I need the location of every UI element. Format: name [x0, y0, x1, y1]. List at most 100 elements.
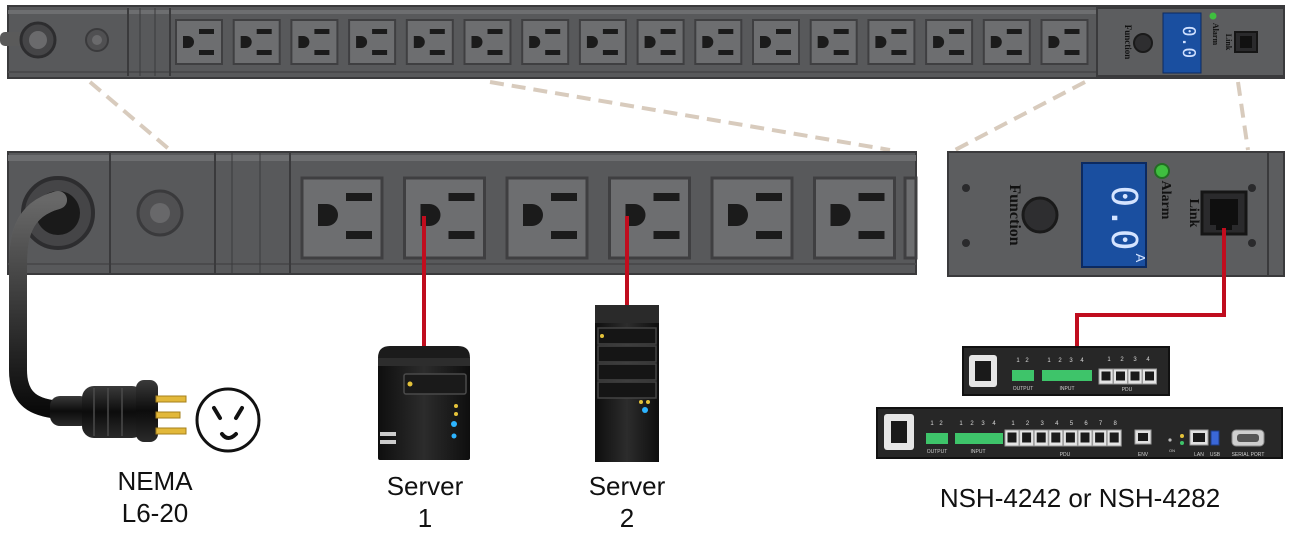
pdu-port[interactable]: [1098, 368, 1114, 385]
function-label: Function: [1006, 184, 1023, 245]
pdu-control-overview: Function 0.0 Alarm Link: [1123, 12, 1258, 74]
outlet: [403, 176, 486, 260]
nsh-large-lan-label: LAN: [1194, 452, 1204, 458]
top-outlet: [290, 19, 339, 65]
top-outlet: [752, 19, 800, 65]
outlet: [300, 176, 384, 260]
pdu-port[interactable]: [1127, 368, 1143, 385]
nsh-large-usb-label: USB: [1210, 452, 1221, 458]
nsh-small-pdu-ports: [1098, 368, 1157, 385]
top-outlet: [232, 19, 281, 65]
data-cables: [422, 216, 1226, 348]
top-outlet: [982, 19, 1031, 65]
alarm-label-small: Alarm: [1211, 23, 1220, 46]
top-outlet: [463, 19, 512, 65]
outlet: [710, 176, 794, 260]
port-number: 1: [1016, 358, 1020, 364]
server-2: [595, 305, 659, 462]
port-number: 2: [1058, 358, 1062, 364]
port-number: 3: [1133, 357, 1137, 363]
outlet: [608, 176, 691, 260]
current-display-small-value: 0.0: [1178, 26, 1199, 59]
port-number: 3: [1069, 358, 1073, 364]
alarm-led-small: [1209, 12, 1217, 20]
nsh-large-on-label: ON: [1169, 448, 1175, 453]
top-outlet: [925, 19, 974, 65]
nsh-large-output-label: OUTPUT: [927, 449, 948, 455]
port-number: 5: [1070, 421, 1074, 427]
function-button-small[interactable]: [1133, 33, 1153, 53]
top-outlet: [405, 19, 454, 65]
server-2-label-line-2: 2: [619, 503, 635, 533]
nsh-small-output-label: OUTPUT: [1013, 386, 1034, 392]
port-number: 4: [1146, 357, 1150, 363]
server-1: [378, 346, 470, 460]
server-1-label-line-2: 1: [417, 503, 433, 533]
pdu-port[interactable]: [1142, 368, 1157, 385]
nema-receptacle-symbol: [195, 387, 261, 453]
port-number: 4: [1055, 421, 1059, 427]
nsh-large-usb-port[interactable]: [1210, 430, 1220, 446]
top-outlet: [521, 19, 570, 65]
nsh-large-serial-label: SERIAL PORT: [1232, 452, 1265, 458]
pdu-port[interactable]: [1077, 429, 1093, 447]
port-number: 1: [1107, 357, 1111, 363]
link-label-small: Link: [1224, 34, 1233, 51]
pdu-port[interactable]: [1048, 429, 1064, 447]
top-outlet: [578, 19, 627, 65]
port-number: 3: [981, 421, 985, 427]
function-button[interactable]: [1021, 196, 1059, 234]
port-number: 7: [1099, 421, 1103, 427]
server-1-label: Server 1: [370, 470, 480, 534]
port-number: 2: [1120, 357, 1124, 363]
pdu-port[interactable]: [1062, 429, 1078, 447]
top-outlet: [809, 19, 858, 65]
zoom-outlet-row: [300, 176, 918, 260]
top-outlet: [175, 19, 223, 65]
current-display-value: 0.0: [1103, 185, 1144, 250]
zoom-guides: [88, 80, 1250, 152]
port-number: 4: [992, 421, 996, 427]
port-number: 1: [930, 421, 934, 427]
nsh-small-input-label: INPUT: [1060, 386, 1075, 392]
port-number: 6: [1084, 421, 1088, 427]
top-outlet: [348, 19, 397, 65]
port-number: 1: [1011, 421, 1015, 427]
alarm-label: Alarm: [1158, 181, 1173, 220]
port-number: 3: [1041, 421, 1045, 427]
pdu-port[interactable]: [1004, 429, 1020, 447]
nsh-large-pdu-label: PDU: [1060, 452, 1071, 458]
power-cord: [8, 191, 69, 419]
port-number: 2: [939, 421, 943, 427]
pdu-port[interactable]: [1113, 368, 1128, 385]
current-display: [1081, 162, 1147, 268]
port-number: 2: [1025, 358, 1029, 364]
nema-l6-20-plug: [50, 380, 187, 442]
current-display-unit: A: [1133, 254, 1148, 263]
top-outlet: [694, 19, 743, 65]
pdu-port[interactable]: [1033, 429, 1049, 447]
port-number: 1: [959, 421, 963, 427]
cable-link-to-nsh: [1075, 228, 1226, 348]
nema-plug-label: NEMA L6-20: [95, 465, 215, 529]
pdu-port[interactable]: [1092, 429, 1108, 447]
top-outlet: [636, 19, 685, 65]
nsh-small-pdu-label: PDU: [1122, 387, 1133, 393]
pdu-strip-zoom: [7, 151, 918, 275]
pdu-port[interactable]: [1019, 429, 1035, 447]
pdu-strip-overview: [0, 5, 1285, 79]
port-number: 1: [1047, 358, 1051, 364]
pdu-control-panel: Function 0.0 A Alarm Link: [947, 151, 1285, 277]
outlet: [505, 176, 589, 260]
nsh-controller-label: NSH-4242 or NSH-4282: [939, 483, 1221, 513]
nema-plug-label-line-1: NEMA: [117, 466, 193, 496]
pdu-port[interactable]: [1106, 429, 1122, 447]
nsh-small-pdu-numbers: 1 2 3 4: [1107, 357, 1150, 363]
